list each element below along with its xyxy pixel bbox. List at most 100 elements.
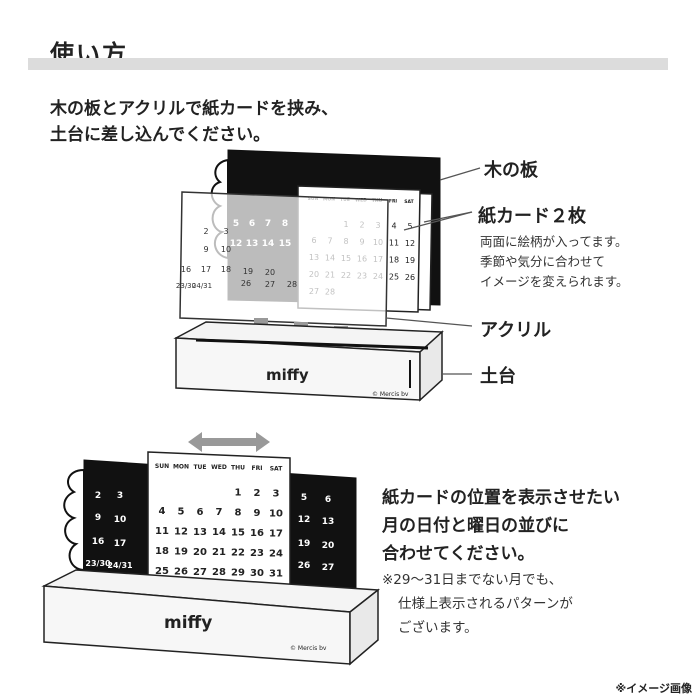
calendar-date: 27 — [265, 280, 275, 289]
calendar-date: 15 — [231, 528, 245, 539]
calendar-date: 23 — [250, 548, 264, 559]
paper-cards-description: 両面に絵柄が入ってます。 季節や気分に合わせて イメージを変えられます。 — [480, 232, 629, 292]
calendar-date: 26 — [241, 279, 251, 288]
brand-logo-bottom: miffy — [164, 613, 212, 633]
weekday-label: SAT — [270, 465, 283, 472]
label-acrylic: アクリル — [480, 320, 552, 341]
calendar-date: 6 — [325, 495, 331, 505]
copyright-top: © Mercis bv — [372, 391, 409, 398]
instruction-line-1: 木の板とアクリルで紙カードを挟み、 — [50, 99, 339, 119]
calendar-date: 9 — [95, 513, 101, 523]
weekday-label: FRI — [252, 465, 263, 472]
base-stand-illustration: miffy © Mercis bv — [173, 321, 444, 402]
image-disclaimer: ※イメージ画像 — [615, 682, 692, 695]
instruction-text: 木の板とアクリルで紙カードを挟み、 土台に差し込んでください。 — [50, 96, 338, 148]
calendar-date: 20 — [265, 268, 275, 277]
calendar-date: 18 — [155, 546, 169, 557]
weekday-label: SAT — [404, 199, 414, 205]
note-line-2: 仕様上表示されるパターンが — [398, 596, 573, 612]
calendar-date: 18 — [221, 265, 231, 274]
weekday-label: TUE — [193, 464, 206, 471]
title-underline-bar — [28, 58, 668, 70]
calendar-date: 7 — [216, 507, 223, 518]
calendar-date: 5 — [301, 493, 307, 503]
calendar-date: 14 — [212, 527, 226, 538]
calendar-date: 23/30 — [85, 559, 111, 568]
calendar-date: 24/31 — [192, 282, 212, 290]
message-line-3: 合わせてください。 — [382, 544, 535, 564]
calendar-date: 29 — [231, 568, 245, 579]
calendar-date: 22 — [231, 548, 245, 559]
calendar-date: 5 — [178, 506, 185, 517]
paper-desc-line: 季節や気分に合わせて — [480, 254, 606, 269]
calendar-date: 9 — [254, 508, 261, 519]
calendar-date: 26 — [298, 561, 311, 571]
calendar-date: 17 — [201, 265, 211, 274]
calendar-date: 13 — [193, 527, 207, 538]
calendar-date: 17 — [114, 539, 127, 549]
calendar-date: 11 — [389, 239, 399, 248]
calendar-date: 12 — [298, 515, 311, 525]
calendar-date: 12 — [174, 526, 188, 537]
calendar-date: 20 — [322, 541, 335, 551]
calendar-date: 8 — [235, 508, 242, 519]
calendar-date: 20 — [193, 547, 207, 558]
weekday-label: WED — [211, 464, 227, 471]
paper-desc-line: 両面に絵柄が入ってます。 — [480, 234, 628, 249]
paper-desc-line: イメージを変えられます。 — [480, 274, 629, 289]
calendar-date: 18 — [389, 256, 399, 265]
calendar-date: 10 — [114, 515, 127, 525]
calendar-date: 31 — [269, 568, 283, 579]
calendar-date: 3 — [223, 227, 228, 236]
instruction-line-2: 土台に差し込んでください。 — [50, 125, 271, 145]
calendar-date: 5 — [407, 222, 412, 231]
message-line-2: 月の日付と曜日の並びに — [382, 516, 569, 536]
calendar-date: 23/30 — [176, 282, 196, 290]
acrylic-sheet-illustration — [179, 191, 389, 327]
miffy-ear-icon — [63, 468, 85, 572]
weekday-label: THU — [231, 465, 245, 472]
calendar-date: 10 — [269, 508, 283, 519]
calendar-date: 24 — [269, 548, 283, 559]
calendar-date: 30 — [250, 568, 264, 579]
calendar-date: 12 — [405, 239, 415, 248]
calendar-date: 2 — [95, 491, 101, 501]
calendar-date: 2 — [203, 227, 208, 236]
weekday-label: MON — [173, 463, 189, 470]
calendar-date: 19 — [298, 539, 311, 549]
calendar-date: 9 — [203, 245, 208, 254]
brand-logo-top: miffy — [266, 366, 309, 384]
calendar-date: 19 — [174, 546, 188, 557]
calendar-date: 28 — [287, 280, 297, 289]
calendar-date: 28 — [212, 567, 226, 578]
calendar-date: 27 — [193, 567, 207, 578]
calendar-date: 26 — [174, 566, 188, 577]
label-wood-board: 木の板 — [484, 160, 538, 181]
calendar-date: 16 — [181, 265, 191, 274]
calendar-date: 3 — [117, 491, 123, 501]
label-paper-cards: 紙カード２枚 — [478, 206, 586, 227]
calendar-date: 19 — [405, 256, 415, 265]
label-base: 土台 — [480, 366, 516, 387]
note-line-1: ※29～31日までない月でも、 — [382, 572, 563, 588]
calendar-date: 26 — [405, 273, 415, 282]
calendar-date: 17 — [269, 528, 283, 539]
calendar-date: 3 — [273, 488, 280, 499]
calendar-date: 16 — [92, 537, 105, 547]
slide-arrow-icon — [188, 432, 270, 452]
positioning-message: 紙カードの位置を表示させたい 月の日付と曜日の並びに 合わせてください。 — [382, 484, 620, 568]
calendar-date: 13 — [322, 517, 335, 527]
calendar-date: 4 — [391, 222, 396, 231]
calendar-date: 25 — [389, 273, 399, 282]
calendar-date: 2 — [254, 488, 261, 499]
calendar-date: 10 — [221, 245, 231, 254]
calendar-date: 27 — [322, 563, 335, 573]
calendar-date: 4 — [159, 506, 166, 517]
